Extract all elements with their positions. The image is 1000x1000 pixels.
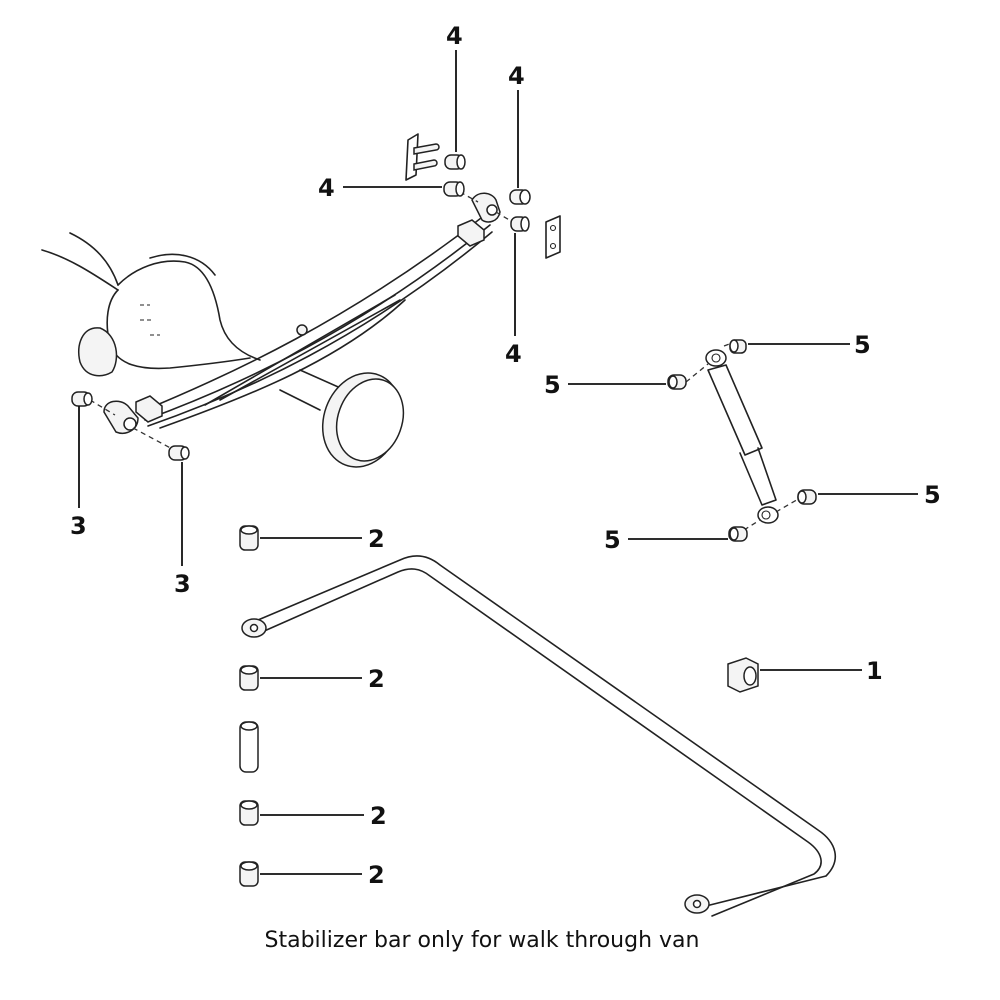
callout-3: 3: [174, 570, 191, 598]
bushing-4a: [444, 154, 466, 170]
bushing-5c: [797, 489, 817, 505]
mount-line: [685, 363, 709, 383]
callout-2: 2: [368, 861, 385, 889]
bushing-4d: [510, 216, 530, 232]
mount-line: [743, 519, 761, 531]
callout-5: 5: [924, 481, 941, 509]
stabilizer-bar: [241, 555, 837, 917]
brake-drum: [321, 372, 405, 468]
bushing-4c: [509, 189, 531, 205]
axle-housing: [41, 232, 346, 411]
bushing-1: [727, 657, 759, 693]
callout-1: 1: [866, 657, 883, 685]
callout-2: 2: [370, 802, 387, 830]
bushing-3a: [71, 391, 93, 407]
shackle-plate-left: [405, 133, 440, 181]
callout-4: 4: [318, 174, 335, 202]
bushing-2c: [239, 800, 259, 826]
leaf-spring: [103, 192, 501, 434]
bushing-2a: [239, 525, 259, 551]
bushing-5d: [728, 526, 748, 542]
callout-2: 2: [368, 525, 385, 553]
bushing-4b: [443, 181, 465, 197]
callout-2: 2: [368, 665, 385, 693]
shock-absorber: [705, 349, 779, 524]
caption-text: Stabilizer bar only for walk through van: [264, 928, 700, 953]
callout-5: 5: [854, 331, 871, 359]
callout-5: 5: [604, 526, 621, 554]
bushing-5a: [729, 339, 747, 354]
shackle-plate-right: [545, 215, 561, 259]
mount-line: [89, 399, 116, 416]
bushing-3b: [168, 445, 190, 461]
diagram-caption: Stabilizer bar only for walk through van: [0, 928, 1000, 953]
callout-4: 4: [446, 22, 463, 50]
callout-4: 4: [505, 340, 522, 368]
mount-line: [775, 497, 801, 513]
mount-line: [723, 342, 733, 347]
callout-3: 3: [70, 512, 87, 540]
spacer-tube: [239, 721, 259, 773]
bushing-2d: [239, 861, 259, 887]
bushing-2b: [239, 665, 259, 691]
callout-5: 5: [544, 371, 561, 399]
callout-4: 4: [508, 62, 525, 90]
bushing-5b: [667, 374, 687, 390]
